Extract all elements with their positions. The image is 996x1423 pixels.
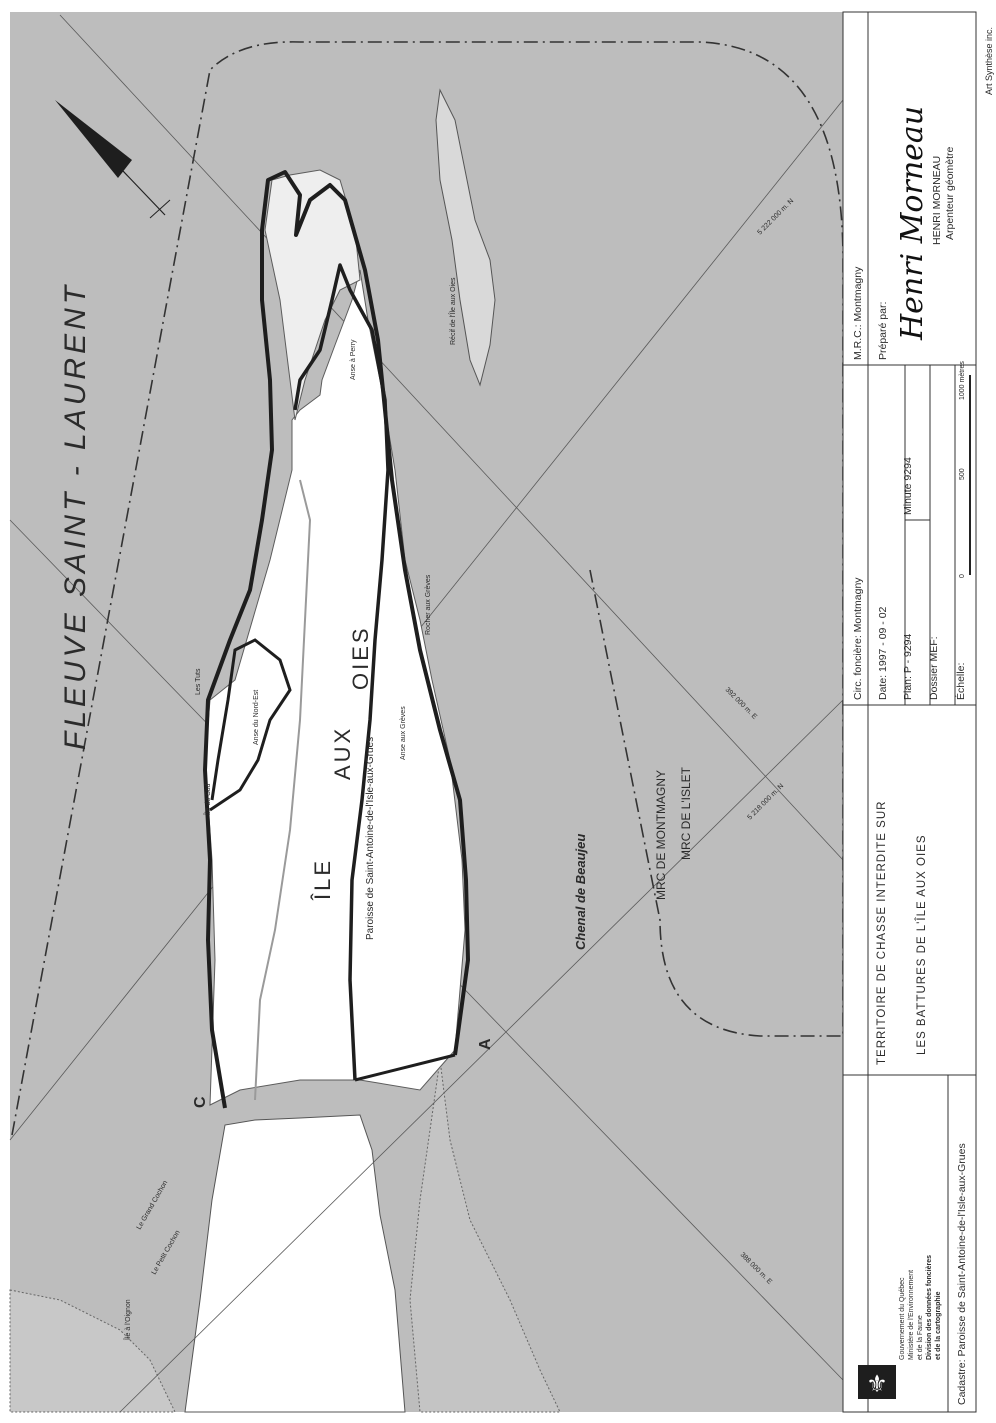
agency-line-1: Gouvernement du Québec <box>899 1277 906 1360</box>
mrc-field: M.R.C.: Montmagny <box>852 266 864 360</box>
agency-line-3: et de la Faune <box>917 1315 924 1360</box>
scale-tick-0: 0 <box>959 574 966 578</box>
prepared-by: Préparé par: <box>877 302 889 360</box>
east-shore-land <box>409 1059 561 1413</box>
place-anse-aux-greves: Anse aux Grèves <box>400 706 407 760</box>
place-anse-nord-est: Anse du Nord-Est <box>253 690 260 745</box>
zone-boundary <box>11 41 844 1136</box>
island-word-1: ÎLE <box>310 858 335 901</box>
south-shore-land <box>184 1114 406 1413</box>
parish-label: Paroisse de Saint-Antoine-de-l'Isle-aux-… <box>365 737 376 940</box>
island-word-2: AUX <box>330 726 355 780</box>
dossier-field: Dossier MEF: <box>928 636 940 700</box>
agency-line-4: Division des données foncières <box>926 1255 933 1360</box>
agency-line-5: et de la cartographie <box>935 1291 942 1360</box>
title-line-1: TERRITOIRE DE CHASSE INTERDITE SUR <box>876 801 888 1065</box>
title-block <box>842 11 977 1413</box>
plan-field: Plan: P - 9294 <box>902 633 914 700</box>
place-ile-oignon: Île à l'Oignon <box>123 1299 132 1341</box>
west-shore-land <box>9 1289 176 1413</box>
signature: Henri Morneau <box>895 106 930 341</box>
scale-tick-500: 500 <box>959 468 966 480</box>
anse-nord-est-boundary <box>209 638 292 812</box>
surveyor-title: Arpenteur géomètre <box>944 146 956 240</box>
title-line-2: LES BATTURES DE L'ÎLE AUX OIES <box>915 834 928 1055</box>
quebec-logo-icon: ⚜ <box>858 1365 896 1399</box>
recif-ile-aux-oies <box>435 88 496 387</box>
svg-text:⚜: ⚜ <box>866 1371 888 1398</box>
river-label: FLEUVE SAINT - LAURENT <box>59 282 92 750</box>
north-arrow-icon <box>55 100 171 219</box>
date-field: Date: 1997 - 09 - 02 <box>877 606 889 700</box>
line-a-closure <box>354 1053 456 1082</box>
surveyor-name: HENRI MORNEAU <box>931 156 943 245</box>
island-word-3: OIES <box>348 625 373 690</box>
mrc-islet-label: MRC DE L'ISLET <box>679 766 693 860</box>
agency-line-2: Ministère de l'Environnement <box>908 1270 915 1360</box>
place-ile-du-sud: Île du Sud <box>203 783 212 816</box>
channel-label: Chenal de Beaujeu <box>573 834 588 950</box>
place-recif: Récif de l'Île aux Oies <box>448 277 457 345</box>
scale-bar: 0 500 1000 mètres <box>959 361 971 578</box>
place-rocher-greves: Rocher aux Grèves <box>425 574 432 635</box>
territory-inner-boundary <box>293 263 390 1081</box>
mrc-montmagny-label: MRC DE MONTMAGNY <box>654 770 668 900</box>
territory-outer-boundary <box>203 170 470 1109</box>
point-a-label: A <box>477 1038 494 1050</box>
place-anse-a-perry: Anse à Perry <box>350 339 357 380</box>
credit: Art Synthèse inc. <box>984 27 994 95</box>
circ-fonciere: Circ. foncière: Montmagny <box>852 577 864 700</box>
internal-road <box>254 479 312 1101</box>
echelle-field: Échelle: <box>954 663 967 700</box>
minute-field: Minute 9294 <box>902 457 914 515</box>
place-les-tuts: Les Tuts <box>195 668 202 695</box>
scale-tick-1000: 1000 mètres <box>959 361 966 400</box>
island-north-lobe <box>264 169 361 421</box>
point-c-label: C <box>192 1096 209 1108</box>
cadastre-label: Cadastre: Paroisse de Saint-Antoine-de-l… <box>956 1143 968 1405</box>
